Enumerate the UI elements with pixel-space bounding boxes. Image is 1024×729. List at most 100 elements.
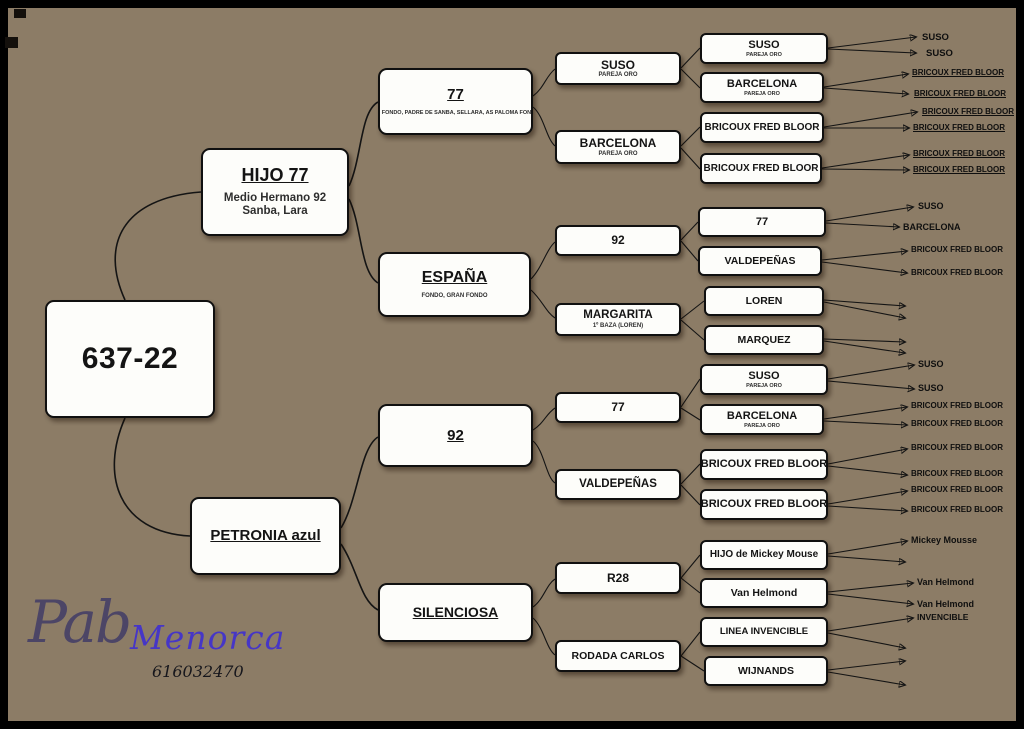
- node-title: 77: [447, 86, 464, 104]
- node-petronia-azul: PETRONIA azul: [190, 497, 341, 575]
- node-subtitle: 1º BAZA (LOREN): [592, 322, 644, 329]
- leaf-label: BRICOUX FRED BLOOR: [913, 123, 1005, 132]
- leaf-label: BRICOUX FRED BLOOR: [911, 245, 1003, 254]
- leaf-label: SUSO: [918, 383, 944, 393]
- node-title: HIJO 77: [241, 165, 309, 186]
- leaf-label: BRICOUX FRED BLOOR: [911, 268, 1003, 277]
- node-title: MARQUEZ: [737, 333, 791, 346]
- node-title: SUSO: [748, 369, 780, 382]
- node-title: 92: [447, 426, 464, 444]
- leaf-label: BRICOUX FRED BLOOR: [913, 165, 1005, 174]
- node-g4-bricoux-3: BRICOUX FRED BLOOR: [700, 449, 828, 480]
- leaf-label: BRICOUX FRED BLOOR: [914, 89, 1006, 98]
- corner-mark: [14, 9, 26, 18]
- node-title: VALDEPEÑAS: [724, 254, 796, 267]
- leaf-label: Van Helmond: [917, 599, 975, 609]
- node-title: VALDEPEÑAS: [579, 477, 657, 490]
- node-title: 77: [755, 215, 769, 228]
- leaf-label: BRICOUX FRED BLOOR: [922, 107, 1014, 116]
- node-title: 77: [611, 400, 625, 415]
- node-title: RODADA CARLOS: [571, 649, 665, 662]
- leaf-label: BRICOUX FRED BLOOR: [913, 149, 1005, 158]
- node-subtitle: PAREJA ORO: [746, 382, 782, 389]
- node-g4-hijo-mickey-mouse: HIJO de Mickey Mouse: [700, 540, 828, 570]
- node-subtitle: FONDO, GRAN FONDO: [421, 292, 488, 299]
- leaf-label: BRICOUX FRED BLOOR: [911, 419, 1003, 428]
- leaf-label: SUSO: [918, 201, 944, 211]
- node-title: BRICOUX FRED BLOOR: [700, 458, 828, 471]
- node-title: 637-22: [81, 342, 179, 376]
- leaf-label: SUSO: [922, 32, 949, 43]
- node-suso-g3: SUSO PAREJA ORO: [555, 52, 681, 85]
- node-g4-suso-1: SUSO PAREJA ORO: [700, 33, 828, 64]
- leaf-label: BRICOUX FRED BLOOR: [911, 401, 1003, 410]
- node-g4-barcelona-2: BARCELONA PAREJA ORO: [700, 404, 824, 435]
- node-title: MARGARITA: [583, 309, 653, 322]
- node-subtitle: PAREJA ORO: [744, 422, 780, 429]
- node-g4-bricoux-1: BRICOUX FRED BLOOR: [700, 112, 824, 143]
- leaf-label: BRICOUX FRED BLOOR: [911, 485, 1003, 494]
- node-title: R28: [606, 570, 629, 585]
- node-77-g2: 77 GRAN FONDO, PADRE DE SANBA, SELLARA, …: [378, 68, 533, 135]
- node-title: SILENCIOSA: [412, 604, 499, 621]
- node-r28-g3: R28: [555, 562, 681, 594]
- node-g4-bricoux-2: BRICOUX FRED BLOOR: [700, 153, 822, 184]
- node-title: BARCELONA: [579, 136, 657, 151]
- node-g4-bricoux-4: BRICOUX FRED BLOOR: [700, 489, 828, 520]
- signature-phone: 616032470: [152, 662, 244, 681]
- node-barcelona-g3: BARCELONA PAREJA ORO: [555, 130, 681, 164]
- signature-brand: Menorca: [130, 618, 286, 657]
- node-subtitle: Medio Hermano 92: [223, 191, 327, 204]
- node-espana: ESPAÑA FONDO, GRAN FONDO: [378, 252, 531, 317]
- leaf-label: SUSO: [918, 359, 944, 369]
- leaf-label: INVENCIBLE: [917, 612, 969, 622]
- node-g4-linea-invencible: LINEA INVENCIBLE: [700, 617, 828, 647]
- node-title: PETRONIA azul: [210, 527, 321, 545]
- leaf-label: BRICOUX FRED BLOOR: [911, 443, 1003, 452]
- node-valdepenas-g3: VALDEPEÑAS: [555, 469, 681, 500]
- leaf-label: BRICOUX FRED BLOOR: [912, 68, 1004, 77]
- node-g4-wijnands: WIJNANDS: [704, 656, 828, 686]
- node-title: WIJNANDS: [737, 664, 794, 677]
- node-92-g3: 92: [555, 225, 681, 256]
- node-title: SUSO: [748, 38, 780, 51]
- node-g4-marquez: MARQUEZ: [704, 325, 824, 355]
- node-g4-suso-2: SUSO PAREJA ORO: [700, 364, 828, 395]
- node-title: 92: [611, 233, 625, 248]
- node-92-g2: 92: [378, 404, 533, 467]
- node-g4-valdepenas: VALDEPEÑAS: [698, 246, 822, 276]
- node-637-22: 637-22: [45, 300, 215, 418]
- node-77-g3: 77: [555, 392, 681, 423]
- node-subtitle: PAREJA ORO: [598, 72, 638, 79]
- node-subtitle: PAREJA ORO: [598, 150, 638, 157]
- node-margarita-g3: MARGARITA 1º BAZA (LOREN): [555, 303, 681, 336]
- node-subtitle: GRAN FONDO, PADRE DE SANBA, SELLARA, AS …: [380, 110, 532, 117]
- node-title: SUSO: [600, 57, 635, 72]
- node-g4-barcelona-1: BARCELONA PAREJA ORO: [700, 72, 824, 103]
- node-title: LINEA INVENCIBLE: [719, 626, 809, 638]
- leaf-label: BRICOUX FRED BLOOR: [911, 469, 1003, 478]
- node-rodada-carlos-g3: RODADA CARLOS: [555, 640, 681, 672]
- node-g4-van-helmond: Van Helmond: [700, 578, 828, 608]
- node-title: BRICOUX FRED BLOOR: [703, 162, 819, 174]
- node-subtitle: Sanba, Lara: [242, 205, 308, 218]
- node-title: BARCELONA: [726, 77, 798, 90]
- node-g4-loren: LOREN: [704, 286, 824, 316]
- node-title: BRICOUX FRED BLOOR: [700, 498, 828, 511]
- node-title: ESPAÑA: [421, 269, 488, 287]
- leaf-label: Mickey Mousse: [911, 535, 978, 545]
- node-hijo-77: HIJO 77 Medio Hermano 92 Sanba, Lara: [201, 148, 349, 236]
- leaf-label: BARCELONA: [903, 222, 961, 232]
- leaf-label: BRICOUX FRED BLOOR: [911, 505, 1003, 514]
- leaf-label: SUSO: [926, 48, 953, 59]
- node-g4-77: 77: [698, 207, 826, 237]
- signature-name: Pab: [28, 588, 132, 656]
- node-title: LOREN: [745, 294, 783, 307]
- node-title: BRICOUX FRED BLOOR: [704, 121, 820, 133]
- node-subtitle: PAREJA ORO: [746, 51, 782, 58]
- node-title: Van Helmond: [730, 586, 798, 599]
- node-title: BARCELONA: [726, 409, 798, 422]
- corner-mark: [5, 37, 18, 48]
